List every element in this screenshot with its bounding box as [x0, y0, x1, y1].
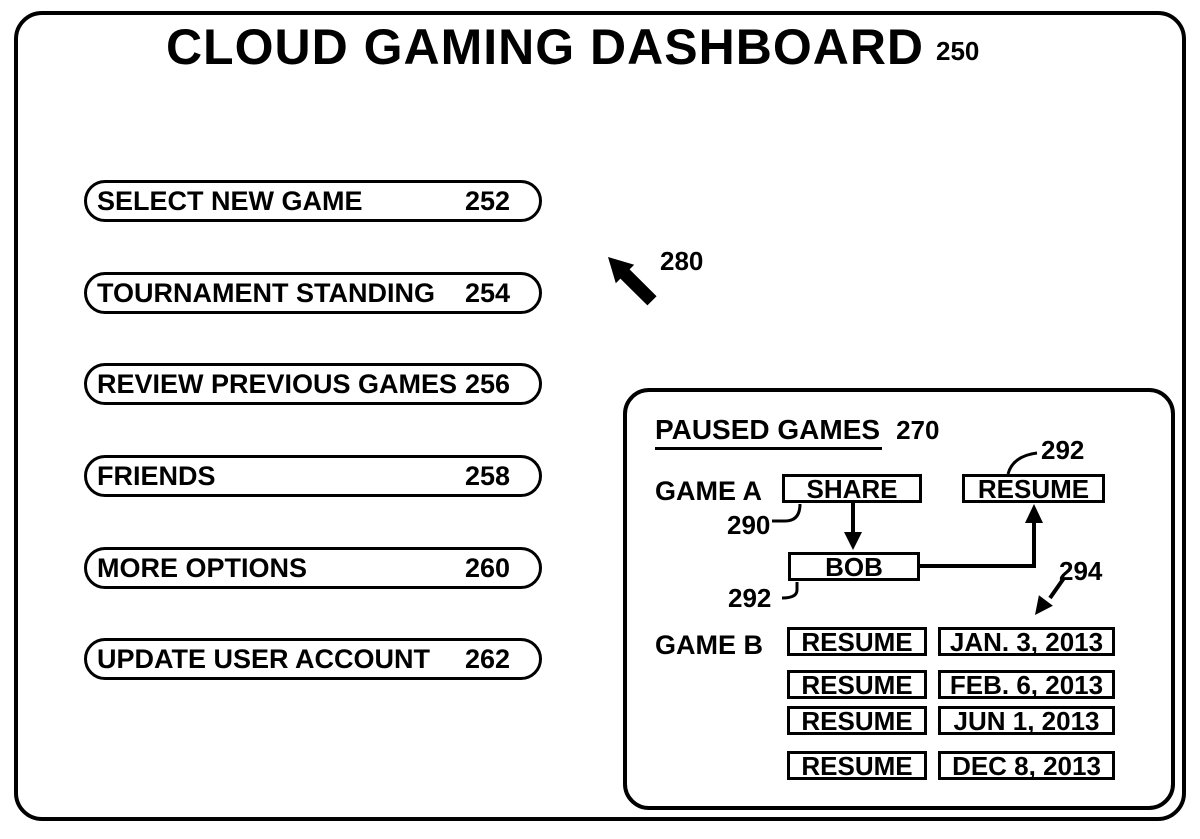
- ref-number: 254: [464, 277, 510, 308]
- save-date-box-row-2[interactable]: FEB. 6, 2013: [938, 670, 1115, 699]
- cursor-ref: 280: [660, 246, 704, 276]
- leader-line-290: [772, 503, 802, 523]
- game-a-label: GAME A: [655, 476, 762, 506]
- ref-292-bottom: 292: [728, 583, 772, 613]
- ref-294: 294: [1059, 556, 1103, 586]
- share-button[interactable]: SHARE: [782, 474, 922, 503]
- paused-games-heading: PAUSED GAMES: [655, 416, 883, 450]
- menu-button-update-user-account[interactable]: UPDATE USER ACCOUNT 262: [84, 638, 542, 680]
- ref-290: 290: [727, 510, 771, 540]
- leader-line-292-bottom: [781, 582, 799, 600]
- menu-button-label: UPDATE USER ACCOUNT: [97, 643, 431, 674]
- menu-button-label: MORE OPTIONS: [97, 552, 308, 583]
- menu-button-select-new-game[interactable]: SELECT NEW GAME 252: [84, 180, 542, 222]
- connector-lines: [772, 451, 1066, 615]
- friend-bob-box[interactable]: BOB: [788, 552, 920, 581]
- bob-to-resume-arrow-icon: [920, 504, 1043, 568]
- menu-button-label: TOURNAMENT STANDING: [97, 277, 435, 308]
- menu-button-review-previous-games[interactable]: REVIEW PREVIOUS GAMES 256: [84, 363, 542, 405]
- game-b-label: GAME B: [655, 630, 763, 660]
- save-date-box-row-1[interactable]: JAN. 3, 2013: [938, 627, 1115, 656]
- paused-games-panel: PAUSED GAMES 270 292 GAME A SHARE RESUME…: [623, 388, 1175, 810]
- save-date-box-row-4[interactable]: DEC 8, 2013: [938, 751, 1115, 780]
- menu-button-more-options[interactable]: MORE OPTIONS 260: [84, 547, 542, 589]
- menu-button-tournament-standing[interactable]: TOURNAMENT STANDING 254: [84, 272, 542, 314]
- resume-button-row-2[interactable]: RESUME: [787, 670, 927, 699]
- date-pointer-294-arrow-icon: [1035, 576, 1066, 615]
- ref-number: 256: [464, 368, 510, 399]
- paused-games-ref: 270: [896, 415, 940, 445]
- menu-button-label: REVIEW PREVIOUS GAMES: [97, 368, 458, 399]
- menu-button-friends[interactable]: FRIENDS 258: [84, 455, 542, 497]
- resume-button-row-4[interactable]: RESUME: [787, 751, 927, 780]
- ref-number: 260: [464, 552, 510, 583]
- page-title: CLOUD GAMING DASHBOARD: [165, 19, 925, 75]
- save-date-box-row-3[interactable]: JUN 1, 2013: [938, 706, 1115, 735]
- ref-number: 252: [464, 185, 510, 216]
- ref-number: 262: [464, 643, 510, 674]
- share-to-bob-arrow-icon: [844, 503, 862, 550]
- ref-292-top: 292: [1041, 435, 1085, 465]
- ref-number: 258: [464, 460, 510, 491]
- cursor-arrow-icon: [608, 257, 657, 306]
- resume-button-game-a[interactable]: RESUME: [962, 474, 1105, 503]
- resume-button-row-1[interactable]: RESUME: [787, 627, 927, 656]
- leader-line-292-top: [1006, 451, 1038, 475]
- resume-button-row-3[interactable]: RESUME: [787, 706, 927, 735]
- menu-button-label: FRIENDS: [97, 460, 216, 491]
- page-title-ref: 250: [936, 36, 980, 66]
- menu-button-label: SELECT NEW GAME: [97, 185, 363, 216]
